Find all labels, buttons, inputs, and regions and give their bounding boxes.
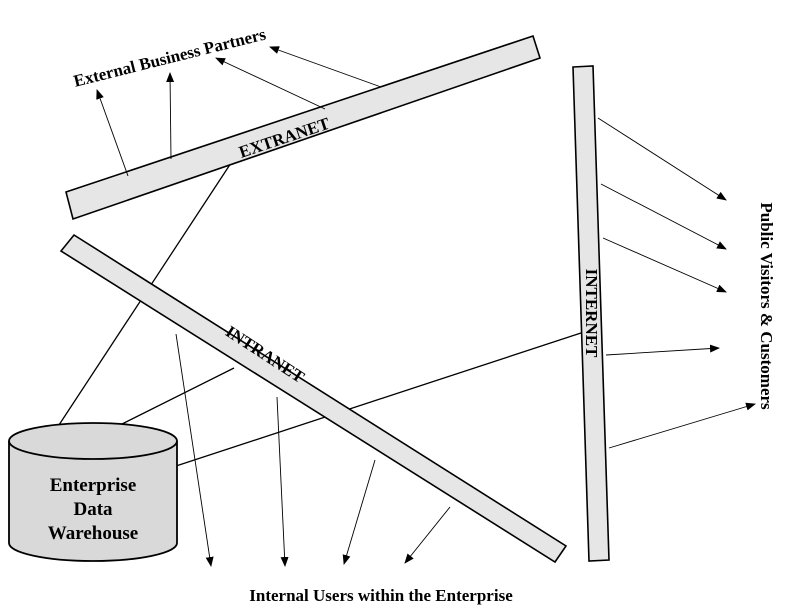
internal-users-label: Internal Users within the Enterprise	[249, 586, 513, 605]
intranet-user-arrow-4	[404, 506, 451, 564]
intranet-user-arrow-2	[276, 396, 289, 567]
internet-public-arrow-3	[602, 237, 727, 293]
warehouse-label-line2: Data	[73, 499, 113, 520]
extranet-partner-arrow-3	[215, 57, 326, 110]
internet-public-arrow-1	[597, 117, 727, 201]
internet-public-arrow-4	[605, 344, 720, 356]
intranet-user-arrow-3	[342, 459, 376, 565]
internet-label: INTERNET	[582, 269, 601, 358]
public-visitors-label: Public Visitors & Customers	[757, 202, 776, 410]
warehouse-to-internet-line	[175, 331, 585, 467]
internet-bar: INTERNET	[572, 65, 610, 562]
warehouse-to-intranet-line	[119, 367, 235, 426]
extranet-partner-arrow-4	[269, 46, 382, 88]
extranet-partner-arrow-1	[96, 89, 129, 177]
warehouse-label-line1: Enterprise	[50, 475, 137, 496]
internet-public-arrow-2	[600, 183, 727, 250]
warehouse-label-line3: Warehouse	[48, 523, 138, 544]
internet-public-arrow-5	[608, 402, 756, 449]
data-warehouse-cylinder: Enterprise Data Warehouse	[8, 422, 178, 562]
intranet-user-arrow-1	[175, 333, 214, 567]
extranet-partner-arrow-2	[166, 72, 175, 160]
